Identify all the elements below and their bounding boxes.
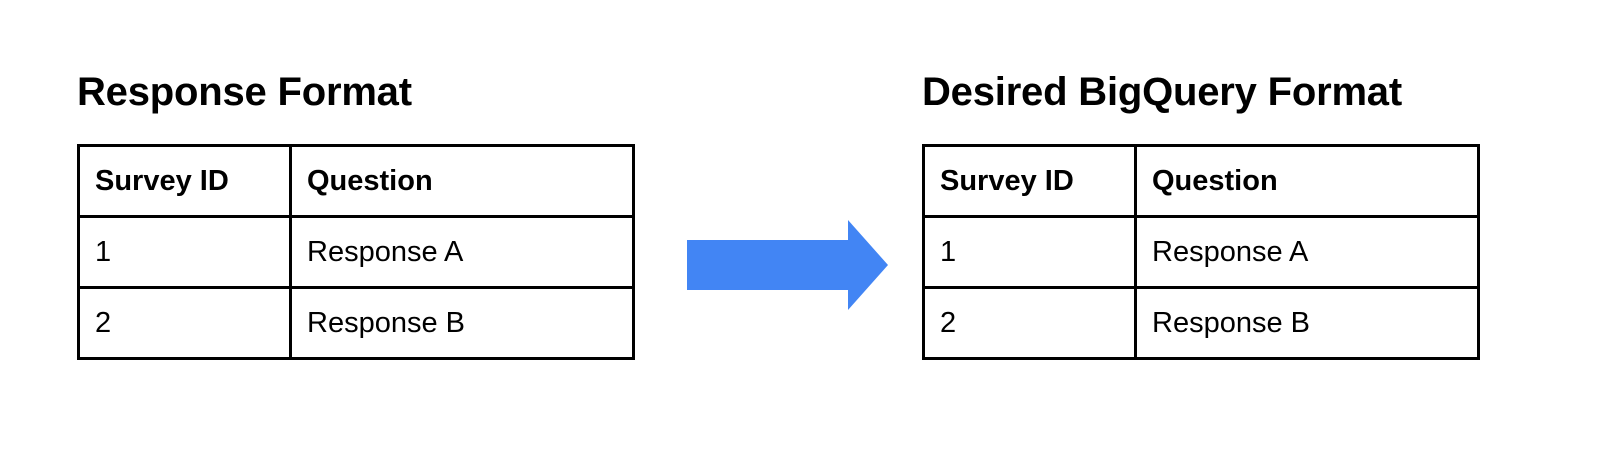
panel-desired-bigquery-format: Desired BigQuery Format Survey ID Questi… xyxy=(922,0,1482,468)
column-header-survey-id: Survey ID xyxy=(922,144,1137,218)
right-block-arrow-icon xyxy=(687,220,888,310)
table-response-format: Survey ID Question 1 Response A 2 Respon… xyxy=(77,144,635,360)
column-header-question: Question xyxy=(289,144,635,218)
cell-survey-id: 2 xyxy=(77,286,292,360)
cell-question: Response B xyxy=(1134,286,1480,360)
column-header-survey-id: Survey ID xyxy=(77,144,292,218)
cell-survey-id: 1 xyxy=(922,215,1137,289)
panel-response-format: Response Format Survey ID Question 1 Res… xyxy=(77,0,637,468)
cell-survey-id: 2 xyxy=(922,286,1137,360)
table-header-row: Survey ID Question xyxy=(77,144,635,218)
cell-survey-id: 1 xyxy=(77,215,292,289)
table-row: 2 Response B xyxy=(77,286,635,360)
cell-question: Response A xyxy=(1134,215,1480,289)
table-row: 1 Response A xyxy=(922,215,1480,289)
table-desired-bigquery-format: Survey ID Question 1 Response A 2 Respon… xyxy=(922,144,1480,360)
cell-question: Response B xyxy=(289,286,635,360)
table-header-row: Survey ID Question xyxy=(922,144,1480,218)
cell-question: Response A xyxy=(289,215,635,289)
column-header-question: Question xyxy=(1134,144,1480,218)
table-row: 2 Response B xyxy=(922,286,1480,360)
panel-title-response-format: Response Format xyxy=(77,70,412,114)
table-row: 1 Response A xyxy=(77,215,635,289)
panel-title-desired-bigquery-format: Desired BigQuery Format xyxy=(922,70,1402,114)
transform-arrow xyxy=(687,220,888,310)
